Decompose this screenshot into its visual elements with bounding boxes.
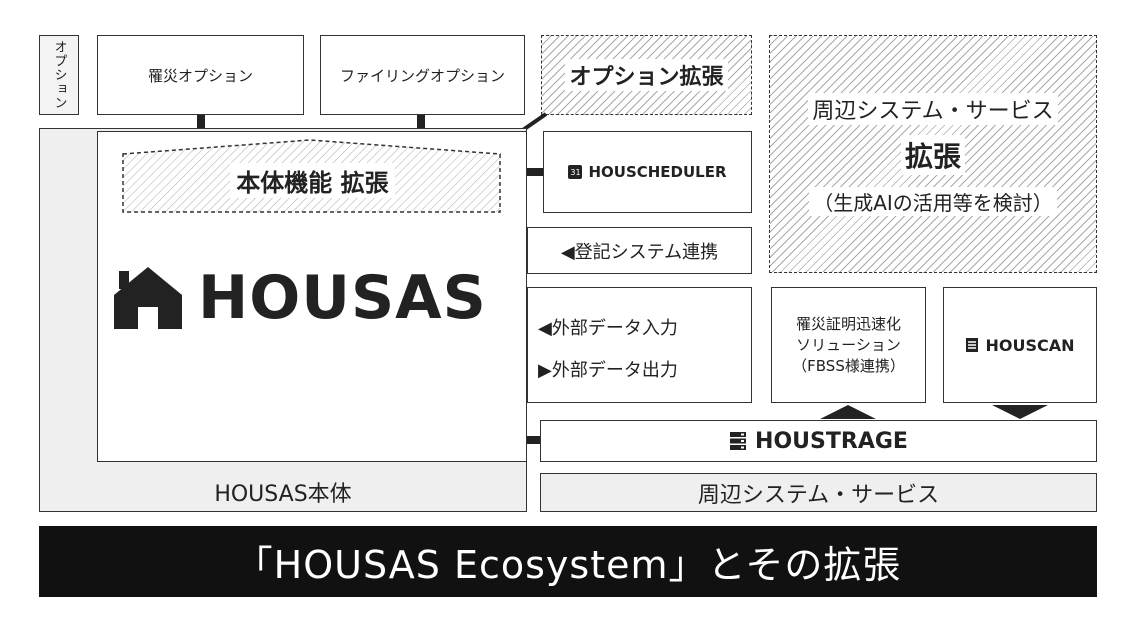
server-icon <box>730 432 747 450</box>
ecosystem-banner: 「HOUSAS Ecosystem」とその拡張 <box>39 526 1097 597</box>
registry-box: ◀登記システム連携 <box>527 227 752 274</box>
option-extension-box: オプション拡張 <box>541 35 752 115</box>
disaster-option-box: 罹災オプション <box>97 35 304 115</box>
connector-filing <box>417 115 425 131</box>
house-icon <box>114 267 182 329</box>
external-data-box: ◀外部データ入力 ▶外部データ出力 <box>527 287 752 403</box>
arrow-up-fbss <box>820 405 876 419</box>
disaster-option-label: 罹災オプション <box>147 66 253 85</box>
houscheduler-box: 31 HOUSCHEDULER <box>543 131 752 213</box>
houstrage-label: HOUSTRAGE <box>755 428 908 454</box>
housas-body-footer: HOUSAS本体 <box>39 473 527 512</box>
connector-houscheduler <box>527 168 543 176</box>
housas-logo-text: HOUSAS <box>198 263 487 333</box>
external-data-output-label: ▶外部データ出力 <box>538 360 678 381</box>
houscan-label: HOUSCAN <box>985 335 1075 355</box>
peripheral-extension-box: 周辺システム・サービス 拡張 （生成AIの活用等を検討） <box>769 35 1097 273</box>
registry-label: ◀登記システム連携 <box>560 241 719 263</box>
connector-disaster <box>197 115 205 131</box>
ecosystem-banner-title: 「HOUSAS Ecosystem」とその拡張 <box>234 543 902 587</box>
arrow-down-houscan <box>992 405 1048 419</box>
external-data-input-label: ◀外部データ入力 <box>538 318 678 339</box>
option-tab: オプション <box>39 35 79 115</box>
peripheral-extension-line3: （生成AIの活用等を検討） <box>809 186 1057 216</box>
core-extension-label: 本体機能 拡張 <box>230 162 395 198</box>
housas-body-footer-label: HOUSAS本体 <box>214 482 352 507</box>
peripheral-footer: 周辺システム・サービス <box>540 473 1097 512</box>
fbss-box: 罹災証明迅速化 ソリューション （FBSS様連携） <box>771 287 926 403</box>
document-icon <box>966 338 979 352</box>
core-extension-label-wrap: 本体機能 拡張 <box>120 150 505 210</box>
option-tab-label: オプション <box>51 40 67 110</box>
houscan-box: HOUSCAN <box>943 287 1097 403</box>
peripheral-extension-line1: 周辺システム・サービス <box>808 92 1058 125</box>
fbss-line1: 罹災証明迅速化 <box>795 314 901 333</box>
option-extension-label: オプション拡張 <box>565 59 728 91</box>
filing-option-label: ファイリングオプション <box>339 66 505 85</box>
calendar-icon: 31 <box>568 165 583 179</box>
houscheduler-label: HOUSCHEDULER <box>588 163 727 181</box>
houstrage-box: HOUSTRAGE <box>540 420 1097 462</box>
fbss-line3: （FBSS様連携） <box>792 356 905 375</box>
fbss-line2: ソリューション <box>796 335 901 354</box>
peripheral-extension-line2: 拡張 <box>900 134 965 175</box>
filing-option-box: ファイリングオプション <box>320 35 525 115</box>
peripheral-footer-label: 周辺システム・サービス <box>697 482 940 508</box>
housas-logo: HOUSAS <box>112 258 487 338</box>
connector-houstrage <box>527 436 540 444</box>
